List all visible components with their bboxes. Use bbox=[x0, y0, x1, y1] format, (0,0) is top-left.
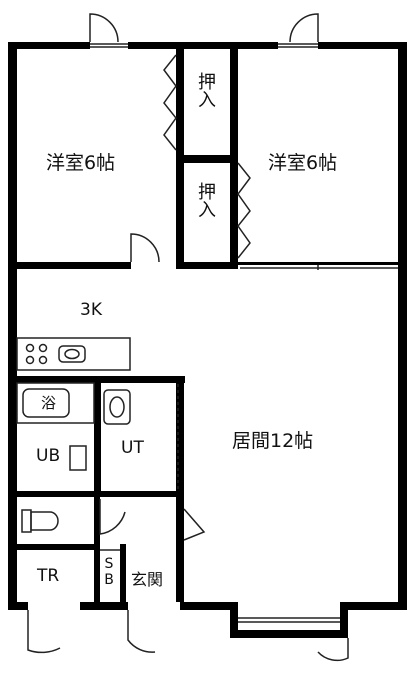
room-label-shoe-box: SB bbox=[101, 556, 117, 588]
exterior-walls bbox=[8, 42, 407, 638]
room-label-kitchen: 3K bbox=[80, 300, 102, 320]
room-label-trunk-room: TR bbox=[37, 566, 60, 586]
room-label-entrance: 玄関 bbox=[131, 570, 164, 589]
room-label-unit-bath: UB bbox=[36, 446, 61, 466]
room-label-living: 居間12帖 bbox=[232, 430, 314, 452]
room-label-closet-lower: 押入 bbox=[195, 182, 216, 218]
windows bbox=[89, 13, 340, 623]
bath-sign: 浴 bbox=[41, 394, 57, 412]
interior-walls bbox=[17, 49, 398, 602]
room-label-western-right: 洋室6帖 bbox=[268, 152, 338, 174]
room-label-closet-upper: 押入 bbox=[195, 72, 216, 108]
room-label-utility: UT bbox=[121, 438, 144, 458]
fixtures bbox=[16, 54, 398, 662]
room-label-western-left: 洋室6帖 bbox=[46, 152, 116, 174]
